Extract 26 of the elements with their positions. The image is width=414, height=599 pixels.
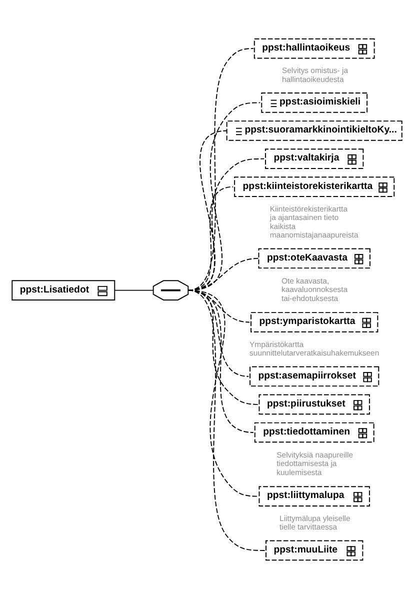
node-label: Liittymälupa yleiselle tielle tarvittaessa	[280, 514, 350, 532]
node-box: ppst:valtakirja	[265, 148, 364, 169]
connector	[188, 186, 234, 291]
node-box: ppst:suoramarkkinointikieltoKy...	[226, 120, 402, 141]
node-box: ppst:kiinteistorekisterikartta	[234, 176, 395, 197]
node-box: ppst:ymparistokartta	[250, 312, 378, 332]
connector	[114, 290, 154, 291]
node-box: ppst:Lisatiedot	[12, 280, 116, 300]
node-box: ppst:liittymalupa	[258, 486, 370, 506]
node-box: ppst:asioimiskieli	[261, 92, 368, 113]
node-label: Selvityksiä naapureille tiedottamisesta ja kuulemisesta	[276, 450, 354, 477]
node-label: Selvitys omistus- ja hallintaoikeudesta	[282, 66, 348, 84]
connector	[188, 102, 261, 291]
node-box: ppst:tiedottaminen	[254, 422, 374, 443]
node-label: Ote kaavasta, kaavaluonnoksesta tai-ehdotuksesta	[281, 276, 348, 303]
node-box: ppst:hallintaoikeus	[254, 38, 375, 59]
connector	[188, 48, 254, 291]
node-octagon	[152, 280, 189, 300]
node-label: Kiinteistörekisterikartta ja ajantasainen tieto kaikista maanomistajanaapureista	[270, 204, 358, 240]
connector	[188, 290, 266, 551]
node-box: ppst:muuLiite	[266, 540, 364, 561]
node-box: ppst:oteKaavasta	[258, 248, 370, 269]
node-label: Ympäristökartta suunnittelutarveratkaisuhakemukseen	[250, 340, 380, 358]
node-box: ppst:piirustukset	[258, 394, 370, 415]
connector	[188, 158, 265, 291]
node-box: ppst:asemapiirrokset	[250, 366, 380, 387]
